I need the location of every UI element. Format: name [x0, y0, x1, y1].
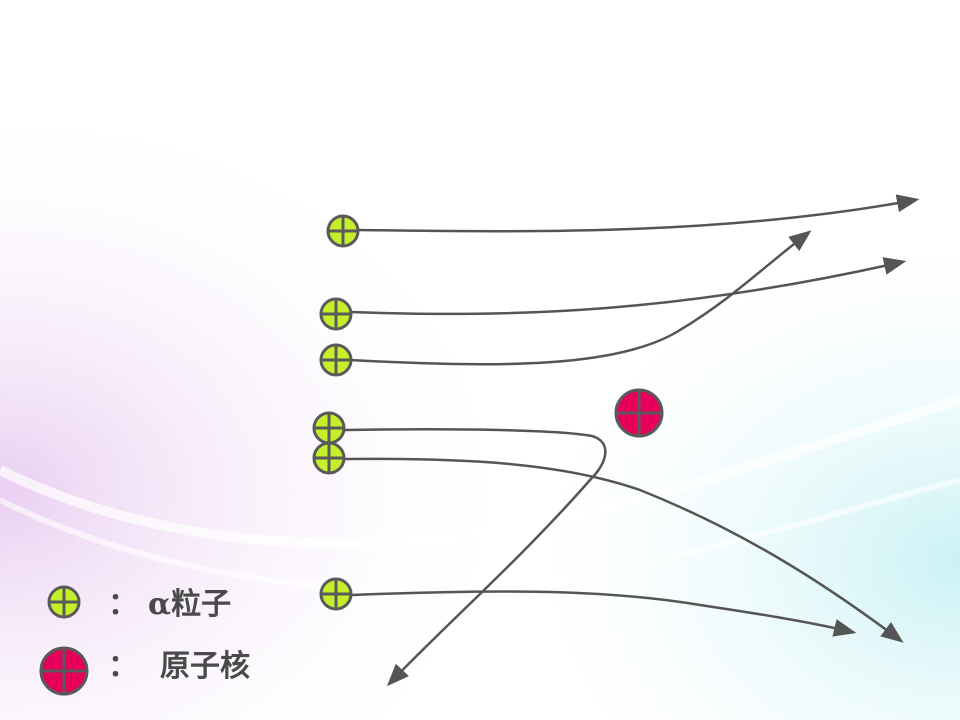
alpha-particle-icon	[312, 411, 346, 445]
legend-nucleus-icon	[39, 646, 89, 696]
alpha-particle-icon	[326, 214, 360, 248]
alpha-particle-icon	[319, 297, 353, 331]
legend-alpha-separator: ：	[108, 587, 138, 622]
trajectory-4	[344, 428, 607, 687]
trajectory-3	[349, 230, 812, 366]
legend-nucleus-separator: ：	[108, 649, 138, 684]
alpha-particle-icon	[319, 577, 353, 611]
legend-alpha-label: α粒子	[148, 587, 232, 622]
trajectory-1	[357, 194, 920, 233]
trajectories	[344, 194, 920, 687]
alpha-particle-icon	[319, 343, 353, 377]
alpha-particles	[312, 214, 360, 611]
trajectory-2	[349, 257, 907, 316]
nucleus-icon	[614, 388, 664, 438]
trajectory-6	[351, 590, 857, 637]
trajectory-5	[344, 457, 904, 643]
alpha-particle-icon	[312, 441, 346, 475]
legend-nucleus-label: 原子核	[160, 649, 250, 684]
legend-alpha-icon	[47, 585, 81, 619]
